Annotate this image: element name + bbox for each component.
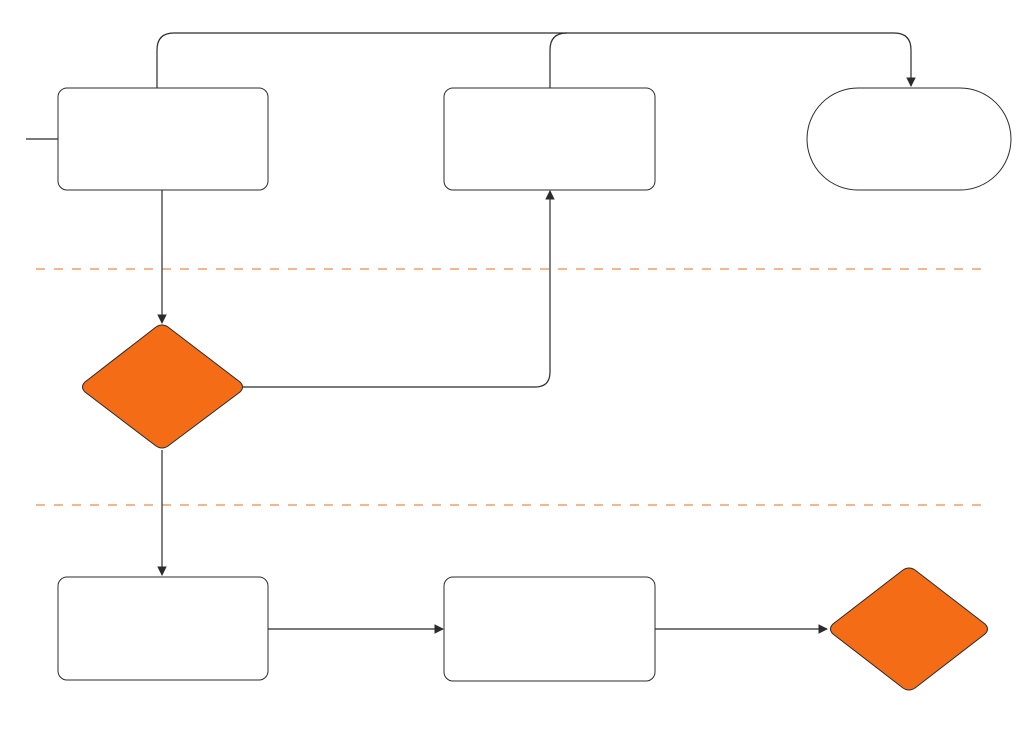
decision-diamond-2-shape: [830, 567, 988, 691]
process-box-2[interactable]: [443, 87, 656, 191]
decision-diamond-2[interactable]: [830, 567, 988, 691]
decision-diamond-1-shape: [82, 324, 243, 449]
process-box-3[interactable]: [57, 576, 269, 681]
decision-diamond-1[interactable]: [82, 324, 243, 449]
process-box-1[interactable]: [57, 87, 269, 191]
connector-process-1-to-terminal: [156, 32, 916, 88]
connector-process-2-to-terminal: [549, 32, 568, 88]
connector-decision-1-to-process-2: [243, 190, 555, 388]
process-box-4[interactable]: [443, 576, 656, 682]
terminal-end-node[interactable]: [806, 87, 1012, 191]
